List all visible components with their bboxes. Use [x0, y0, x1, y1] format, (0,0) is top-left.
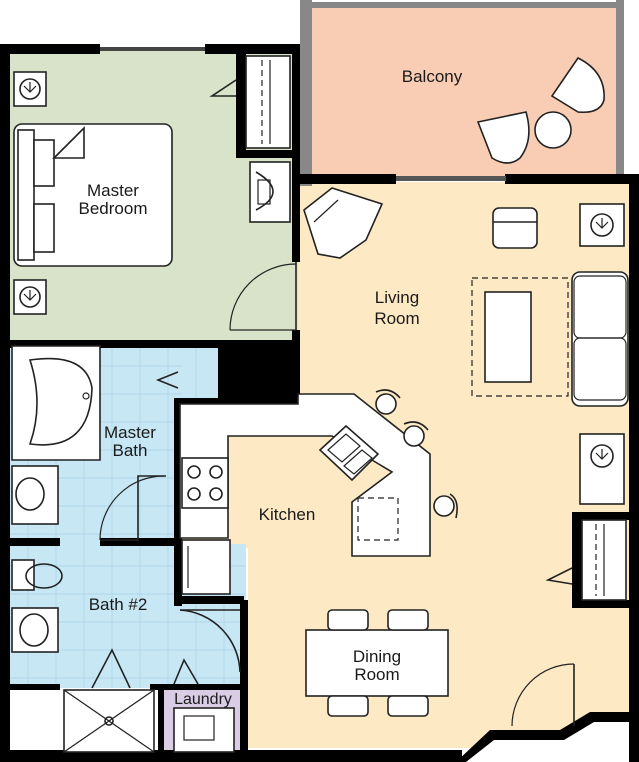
laundry-label: Laundry	[174, 691, 232, 708]
master-bath-label-1: Master	[104, 423, 156, 442]
front-door	[511, 663, 575, 727]
living-furniture	[303, 187, 629, 601]
bedroom-door	[229, 262, 297, 331]
balcony-furniture	[476, 56, 605, 164]
living-room-label-1: Living	[375, 288, 419, 307]
kitchen-label: Kitchen	[259, 505, 316, 524]
bedroom-furniture	[13, 55, 291, 315]
kitchen-fixtures	[179, 389, 458, 595]
bath2-label: Bath #2	[89, 595, 148, 614]
master-bedroom-label-1: Master	[87, 181, 139, 200]
living-room-label-2: Room	[374, 309, 419, 328]
dining-furniture	[305, 609, 449, 717]
master-bath-fixtures	[11, 345, 179, 541]
dining-room-label-1: Dining	[353, 647, 401, 666]
master-bedroom-label-2: Bedroom	[79, 199, 148, 218]
balcony-label: Balcony	[402, 67, 463, 86]
bath2-fixtures	[11, 559, 241, 753]
laundry-fixtures	[173, 707, 235, 753]
master-bath-floor-ext	[176, 344, 220, 398]
dining-room-label-2: Room	[354, 665, 399, 684]
master-bath-label-2: Bath	[113, 441, 148, 460]
